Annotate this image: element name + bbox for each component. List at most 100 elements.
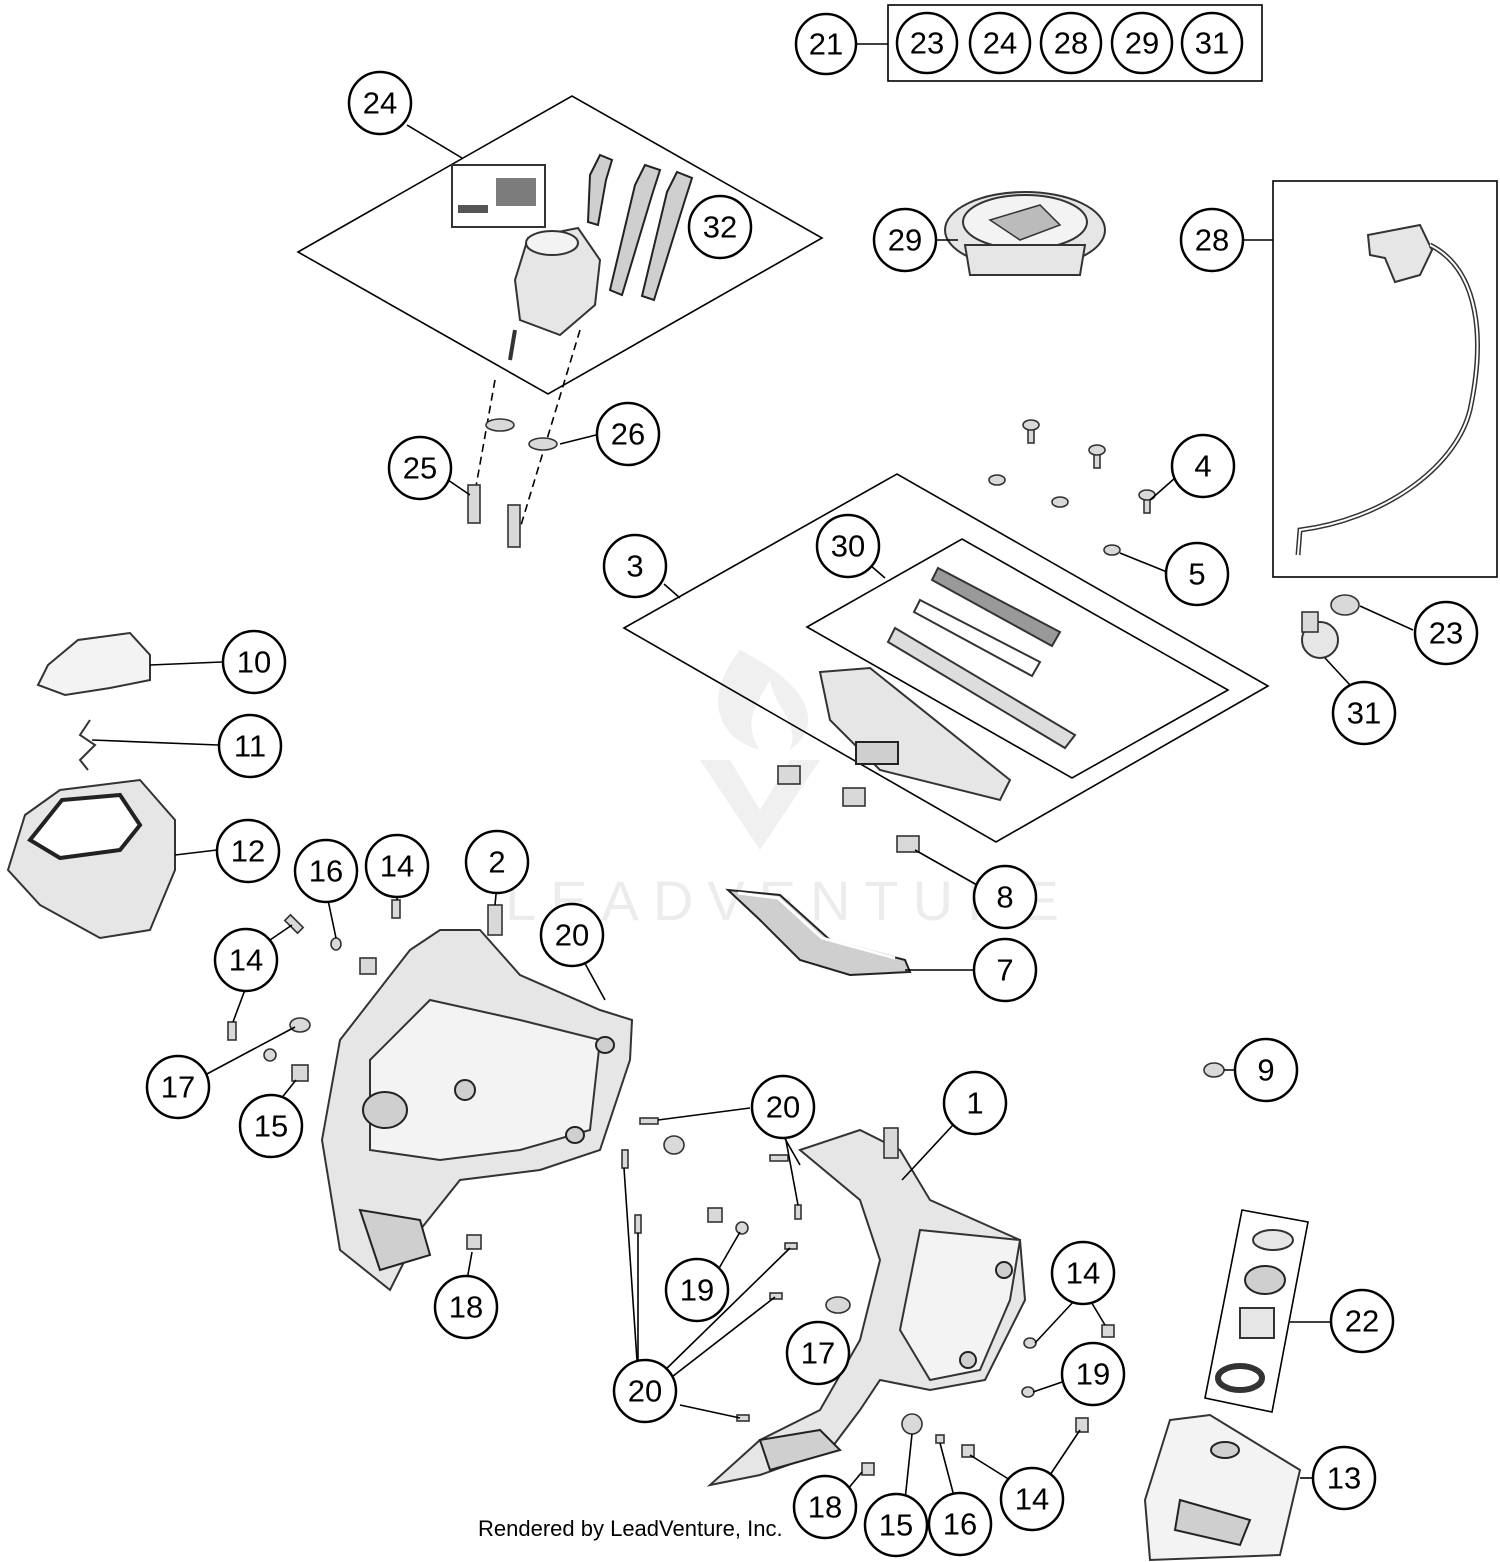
svg-text:19: 19 [680, 1273, 714, 1308]
svg-text:3: 3 [626, 549, 643, 584]
svg-text:20: 20 [555, 918, 589, 953]
lock-nut-and-barrel [1301, 594, 1414, 686]
cable-kit [1243, 180, 1498, 578]
right-cover [1143, 1413, 1312, 1562]
svg-text:30: 30 [831, 529, 865, 564]
svg-text:31: 31 [1347, 696, 1381, 731]
svg-text:29: 29 [888, 223, 922, 258]
svg-text:20: 20 [628, 1374, 662, 1409]
kit-group [857, 4, 1263, 82]
callout-21: 21 [794, 12, 858, 76]
key-set-assembly [296, 95, 824, 395]
callout-23-kit: 23 [895, 11, 959, 75]
svg-text:17: 17 [161, 1070, 195, 1105]
callout-12: 12 [215, 818, 281, 884]
callout-16-right: 16 [927, 1491, 993, 1557]
svg-text:14: 14 [1015, 1482, 1049, 1517]
callout-15-left: 15 [238, 1093, 304, 1159]
svg-text:21: 21 [809, 27, 843, 62]
right-hardware [621, 1062, 1241, 1501]
svg-text:24: 24 [983, 26, 1017, 61]
svg-text:17: 17 [801, 1336, 835, 1371]
bracket-left [320, 883, 634, 1292]
svg-text:9: 9 [1257, 1053, 1274, 1088]
svg-text:8: 8 [996, 880, 1013, 915]
svg-text:14: 14 [229, 943, 263, 978]
callout-7: 7 [972, 937, 1038, 1003]
callout-14-right-top: 14 [1050, 1240, 1116, 1306]
cover-screws [988, 419, 1176, 573]
callout-5: 5 [1164, 541, 1230, 607]
callout-20-top: 20 [539, 902, 605, 968]
callout-31: 31 [1331, 680, 1397, 746]
svg-text:13: 13 [1327, 1461, 1361, 1496]
callout-18-left: 18 [433, 1274, 499, 1340]
callout-25: 25 [387, 435, 453, 501]
callout-32: 32 [687, 194, 753, 260]
svg-text:28: 28 [1054, 26, 1088, 61]
callout-20-mid: 20 [750, 1074, 816, 1140]
svg-text:10: 10 [237, 645, 271, 680]
svg-text:28: 28 [1195, 223, 1229, 258]
svg-text:1: 1 [966, 1086, 983, 1121]
lock-assembly-frame [1204, 1209, 1309, 1413]
filler-assembly [622, 473, 1270, 886]
callout-29: 29 [872, 207, 938, 273]
svg-text:19: 19 [1076, 1357, 1110, 1392]
callout-13: 13 [1311, 1445, 1377, 1511]
fuel-cap [936, 191, 1106, 276]
callout-26: 26 [595, 401, 661, 467]
svg-text:7: 7 [996, 953, 1013, 988]
callout-19-right: 19 [1060, 1341, 1126, 1407]
callout-24-kit: 24 [968, 11, 1032, 75]
key-set-frame [296, 95, 824, 395]
svg-text:18: 18 [808, 1490, 842, 1525]
callout-23: 23 [1413, 600, 1479, 666]
svg-text:14: 14 [1066, 1256, 1100, 1291]
callout-17-right: 17 [785, 1320, 851, 1386]
callout-29-kit: 29 [1110, 11, 1174, 75]
svg-text:12: 12 [231, 834, 265, 869]
svg-text:18: 18 [449, 1290, 483, 1325]
callout-16-left: 16 [293, 838, 359, 904]
callout-28-kit: 28 [1039, 11, 1103, 75]
callout-4: 4 [1170, 433, 1236, 499]
cable-kit-frame [1272, 180, 1498, 578]
filler-frame [622, 473, 1270, 843]
callout-17-left: 17 [145, 1054, 211, 1120]
callout-14-left: 14 [213, 927, 279, 993]
svg-text:15: 15 [879, 1508, 913, 1543]
svg-text:14: 14 [380, 849, 414, 884]
svg-text:15: 15 [254, 1109, 288, 1144]
svg-text:16: 16 [309, 854, 343, 889]
callout-10: 10 [221, 629, 287, 695]
callout-8: 8 [972, 864, 1038, 930]
callout-2: 2 [464, 829, 530, 895]
render-credit: Rendered by LeadVenture, Inc. [478, 1516, 783, 1541]
ignition-lock-icon [508, 226, 602, 361]
svg-text:2: 2 [488, 845, 505, 880]
callout-14-right-bottom: 14 [999, 1466, 1065, 1532]
svg-text:31: 31 [1195, 26, 1229, 61]
callout-18-right: 18 [792, 1474, 858, 1540]
svg-text:23: 23 [1429, 616, 1463, 651]
callout-24: 24 [347, 70, 413, 136]
svg-text:16: 16 [943, 1507, 977, 1542]
svg-text:24: 24 [363, 86, 397, 121]
keys-icon [586, 153, 694, 302]
svg-text:23: 23 [910, 26, 944, 61]
svg-text:4: 4 [1194, 449, 1211, 484]
svg-text:11: 11 [234, 729, 266, 764]
svg-text:5: 5 [1188, 557, 1205, 592]
svg-text:25: 25 [403, 451, 437, 486]
gasket-frame [805, 538, 1230, 779]
kit-group-frame [887, 4, 1263, 82]
svg-text:26: 26 [611, 417, 645, 452]
seal [725, 888, 975, 977]
left-cover-parts [6, 631, 223, 940]
callout-19-left: 19 [664, 1257, 730, 1323]
svg-text:32: 32 [703, 210, 737, 245]
callout-9: 9 [1233, 1037, 1299, 1103]
svg-text:20: 20 [766, 1090, 800, 1125]
